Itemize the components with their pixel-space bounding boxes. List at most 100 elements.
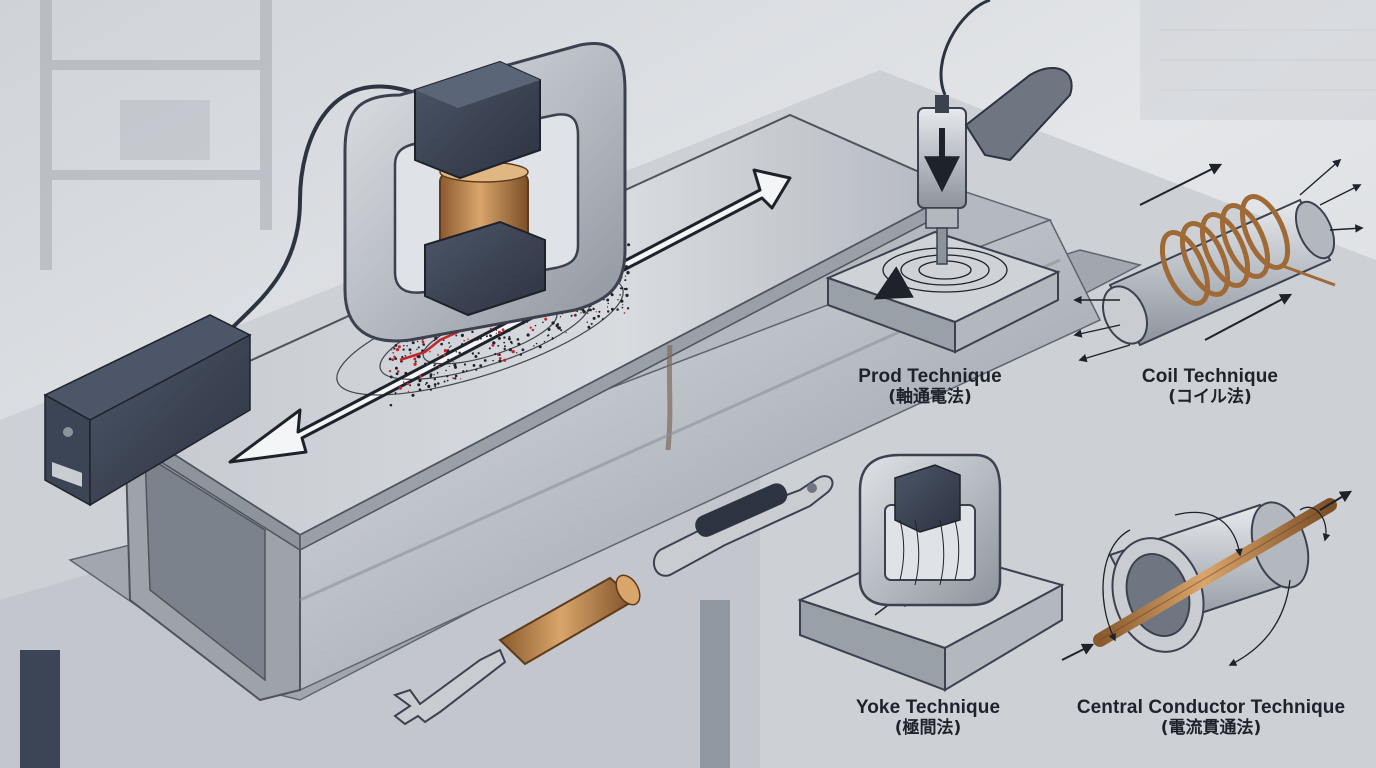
particle — [455, 350, 458, 353]
particle — [589, 308, 592, 312]
particle — [573, 313, 576, 316]
particle — [395, 372, 399, 376]
particle — [416, 355, 419, 358]
particle — [416, 348, 418, 351]
particle — [406, 382, 410, 386]
particle — [557, 326, 561, 330]
bench-leg — [20, 650, 60, 768]
particle — [559, 316, 562, 318]
particle — [421, 340, 425, 344]
particle — [388, 357, 392, 361]
particle — [621, 287, 624, 290]
particle — [397, 345, 401, 349]
particle — [551, 337, 554, 340]
particle — [396, 370, 400, 373]
particle — [406, 345, 408, 347]
particle — [511, 349, 515, 354]
particle — [463, 363, 467, 366]
particle — [429, 373, 433, 377]
particle — [508, 335, 511, 338]
particle — [507, 337, 511, 341]
particle — [503, 336, 506, 339]
particle — [489, 327, 492, 330]
particle — [448, 341, 451, 344]
particle — [391, 349, 393, 351]
particle — [475, 368, 478, 371]
particle — [394, 366, 398, 370]
particle — [424, 362, 427, 365]
particle — [492, 359, 494, 362]
particle — [391, 358, 395, 362]
particle — [597, 314, 600, 318]
particle — [622, 304, 624, 306]
particle — [586, 321, 589, 323]
particle — [434, 339, 436, 342]
particle — [483, 359, 487, 362]
particle — [534, 324, 537, 327]
particle — [467, 338, 469, 340]
particle — [458, 351, 461, 354]
particle — [511, 342, 513, 345]
particle — [462, 370, 465, 373]
prod-technique-label: Prod Technique (軸通電法) — [830, 366, 1030, 407]
particle — [404, 354, 407, 357]
particle — [503, 347, 506, 351]
particle — [551, 321, 555, 325]
background-shelf — [40, 0, 272, 270]
particle — [581, 308, 585, 312]
central-conductor-technique-jp: (電流貫通法) — [1160, 717, 1262, 738]
particle — [507, 328, 511, 333]
particle — [624, 279, 627, 282]
particle — [497, 336, 501, 340]
particle — [508, 348, 512, 352]
particle — [446, 379, 449, 382]
particle — [531, 328, 535, 332]
particle — [393, 355, 396, 359]
particle — [495, 332, 497, 335]
particle — [621, 306, 624, 309]
particle — [434, 385, 437, 388]
particle — [516, 352, 518, 354]
particle — [413, 362, 417, 366]
particle — [522, 323, 525, 325]
particle — [447, 358, 450, 361]
wrench-tool — [652, 475, 834, 577]
particle — [606, 306, 609, 308]
particle — [393, 347, 396, 350]
particle — [404, 371, 408, 375]
particle — [422, 343, 426, 346]
particle — [580, 312, 582, 314]
particle — [587, 309, 590, 312]
particle — [409, 384, 412, 387]
particle — [410, 378, 414, 382]
particle — [468, 340, 470, 343]
particle — [454, 374, 458, 378]
particle — [610, 293, 614, 297]
particle — [465, 369, 468, 372]
particle — [460, 333, 464, 337]
particle — [477, 352, 480, 355]
particle — [498, 359, 502, 363]
particle — [488, 347, 491, 350]
particle — [403, 344, 405, 347]
particle — [418, 388, 422, 392]
particle — [492, 341, 496, 345]
particle — [463, 339, 466, 342]
particle — [501, 328, 505, 332]
particle — [413, 357, 417, 361]
particle — [438, 366, 441, 368]
particle — [533, 345, 535, 347]
particle — [503, 341, 506, 344]
particle — [433, 373, 435, 376]
travel-direction-arrow — [228, 168, 792, 464]
particle — [393, 358, 396, 360]
particle — [607, 302, 609, 305]
particle — [433, 378, 436, 381]
particle — [570, 314, 573, 317]
control-box — [43, 314, 252, 507]
particle — [546, 334, 549, 337]
particle — [529, 326, 532, 329]
prod-technique-jp: (軸通電法) — [888, 386, 972, 407]
particle — [592, 307, 595, 311]
particle — [598, 310, 601, 313]
